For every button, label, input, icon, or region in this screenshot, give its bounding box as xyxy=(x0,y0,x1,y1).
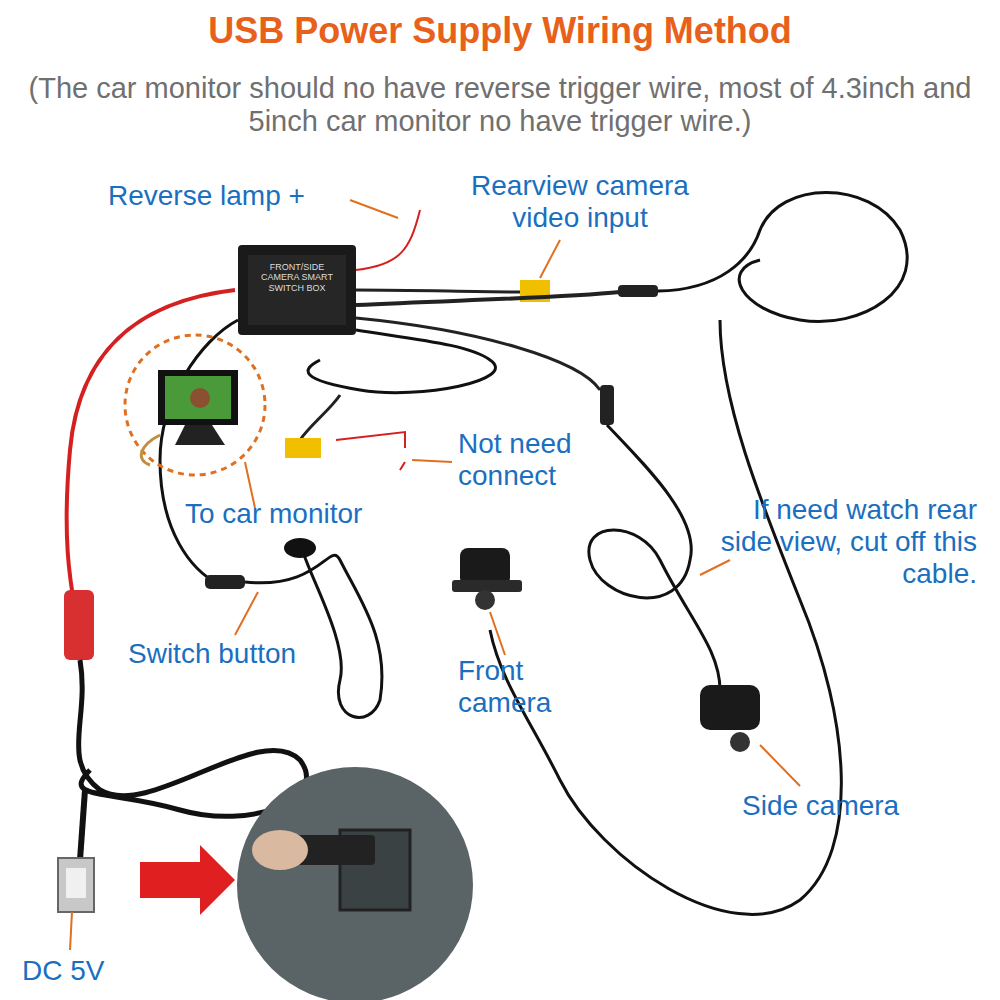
box-print: FRONT/SIDE CAMERA SMART SWITCH BOX xyxy=(250,262,344,293)
part-label: Rearview camera video input xyxy=(440,170,720,234)
diagram-title: USB Power Supply Wiring Method xyxy=(0,10,1000,51)
part-label: To car monitor xyxy=(185,498,362,530)
part-label: Side camera xyxy=(742,790,899,822)
part-label: DC 5V xyxy=(22,955,104,987)
part-label: Switch button xyxy=(128,638,296,670)
note-text: (The car monitor should no have reverse … xyxy=(20,72,980,139)
part-label: Not need connect xyxy=(458,428,628,492)
part-label: Front camera xyxy=(458,655,588,719)
note-text: If need watch rear side view, cut off th… xyxy=(705,494,977,591)
part-label: Reverse lamp + xyxy=(108,180,305,212)
